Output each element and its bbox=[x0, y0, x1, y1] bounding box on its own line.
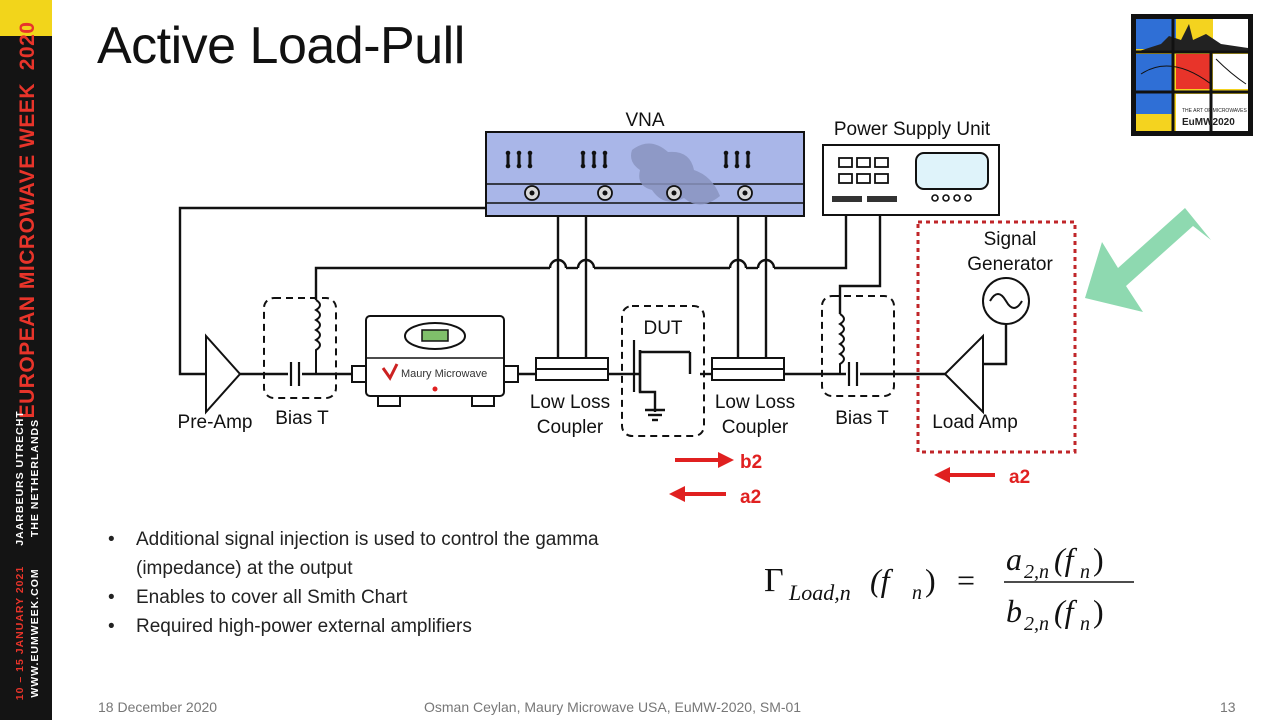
coupler-right-label-line2: Coupler bbox=[722, 417, 789, 438]
bullet-item: Enables to cover all Smith Chart bbox=[108, 583, 706, 612]
formula-den-var: b bbox=[1006, 593, 1022, 629]
formula-gamma: Γ bbox=[764, 562, 784, 599]
signal-generator-load-amp: Signal Generator Load Amp bbox=[916, 220, 1077, 454]
dut: DUT bbox=[621, 305, 705, 437]
dut-label: DUT bbox=[643, 318, 682, 339]
siggen-label-line2: Generator bbox=[967, 254, 1053, 275]
power-supply-unit: Power Supply Unit bbox=[822, 119, 1000, 216]
formula-num-var: a bbox=[1006, 541, 1022, 577]
tuner-brand-label: Maury Microwave bbox=[401, 368, 487, 380]
load-amp-icon bbox=[943, 333, 984, 415]
vna-port-icons bbox=[524, 185, 753, 201]
highlight-arrow-icon bbox=[1085, 208, 1211, 312]
eumw-logo: THE ART OF MICROWAVES EuMW2020 bbox=[1131, 14, 1253, 136]
bullet-item: Required high-power external amplifiers bbox=[108, 612, 706, 641]
logo-tagline: THE ART OF MICROWAVES bbox=[1182, 108, 1247, 114]
wave-arrows: b2 a2 a2 bbox=[669, 452, 1030, 508]
coupler-left-label-line1: Low Loss bbox=[530, 392, 610, 413]
logo-wordmark: EuMW2020 bbox=[1182, 117, 1235, 128]
svg-text:n: n bbox=[1080, 613, 1090, 635]
svg-text:): ) bbox=[1093, 593, 1104, 629]
footer-date: 18 December 2020 bbox=[98, 699, 218, 715]
formula-arg-sub: n bbox=[912, 582, 922, 604]
psu-label: Power Supply Unit bbox=[834, 119, 991, 140]
biast-left-label: Bias T bbox=[275, 408, 329, 429]
bullet-list: Additional signal injection is used to c… bbox=[108, 525, 706, 641]
svg-text:(f: (f bbox=[1054, 593, 1078, 629]
bullet-item: Additional signal injection is used to c… bbox=[108, 525, 706, 583]
slide-title: Active Load-Pull bbox=[97, 17, 465, 75]
formula-equals: = bbox=[957, 562, 975, 598]
wave-a2-dut-label: a2 bbox=[740, 487, 761, 508]
vna-instrument: VNA bbox=[485, 110, 805, 217]
wiring bbox=[178, 198, 1008, 422]
formula-arg: (f bbox=[870, 562, 894, 598]
maury-mascot-watermark bbox=[631, 143, 720, 205]
biast-right-label: Bias T bbox=[835, 408, 889, 429]
bias-tee-right: Bias T bbox=[821, 295, 895, 429]
svg-text:(f: (f bbox=[1054, 541, 1078, 577]
coupler-left-label-line2: Coupler bbox=[537, 417, 604, 438]
wave-b2-label: b2 bbox=[740, 452, 762, 473]
coupler-right-label-line1: Low Loss bbox=[715, 392, 795, 413]
loadamp-label: Load Amp bbox=[932, 412, 1018, 433]
maury-tuner: Maury Microwave bbox=[351, 315, 519, 407]
formula-arg-close: ) bbox=[925, 562, 936, 598]
preamp-label: Pre-Amp bbox=[178, 412, 253, 433]
sidebar-stripe bbox=[0, 0, 52, 36]
svg-text:): ) bbox=[1093, 541, 1104, 577]
svg-text:n: n bbox=[1080, 561, 1090, 583]
siggen-label-line1: Signal bbox=[984, 229, 1037, 250]
footer-page-number: 13 bbox=[1220, 699, 1236, 715]
wave-a2-load-label: a2 bbox=[1009, 467, 1030, 488]
gamma-load-formula: Γ Load,n (f n ) = a 2,n (f n ) b 2,n (f … bbox=[764, 541, 1134, 635]
pre-amp: Pre-Amp bbox=[178, 333, 253, 433]
bias-tee-left: Bias T bbox=[263, 297, 337, 429]
formula-den-sub: 2,n bbox=[1024, 613, 1049, 635]
low-loss-coupler-right: Low Loss Coupler bbox=[711, 357, 795, 438]
vna-label: VNA bbox=[625, 110, 664, 131]
event-sidebar: EUROPEAN MICROWAVE WEEK 2020 JAARBEURS U… bbox=[0, 0, 52, 720]
low-loss-coupler-left: Low Loss Coupler bbox=[530, 357, 610, 438]
formula-gamma-sub: Load,n bbox=[788, 580, 851, 605]
footer-citation: Osman Ceylan, Maury Microwave USA, EuMW-… bbox=[424, 699, 802, 715]
formula-num-sub: 2,n bbox=[1024, 561, 1049, 583]
